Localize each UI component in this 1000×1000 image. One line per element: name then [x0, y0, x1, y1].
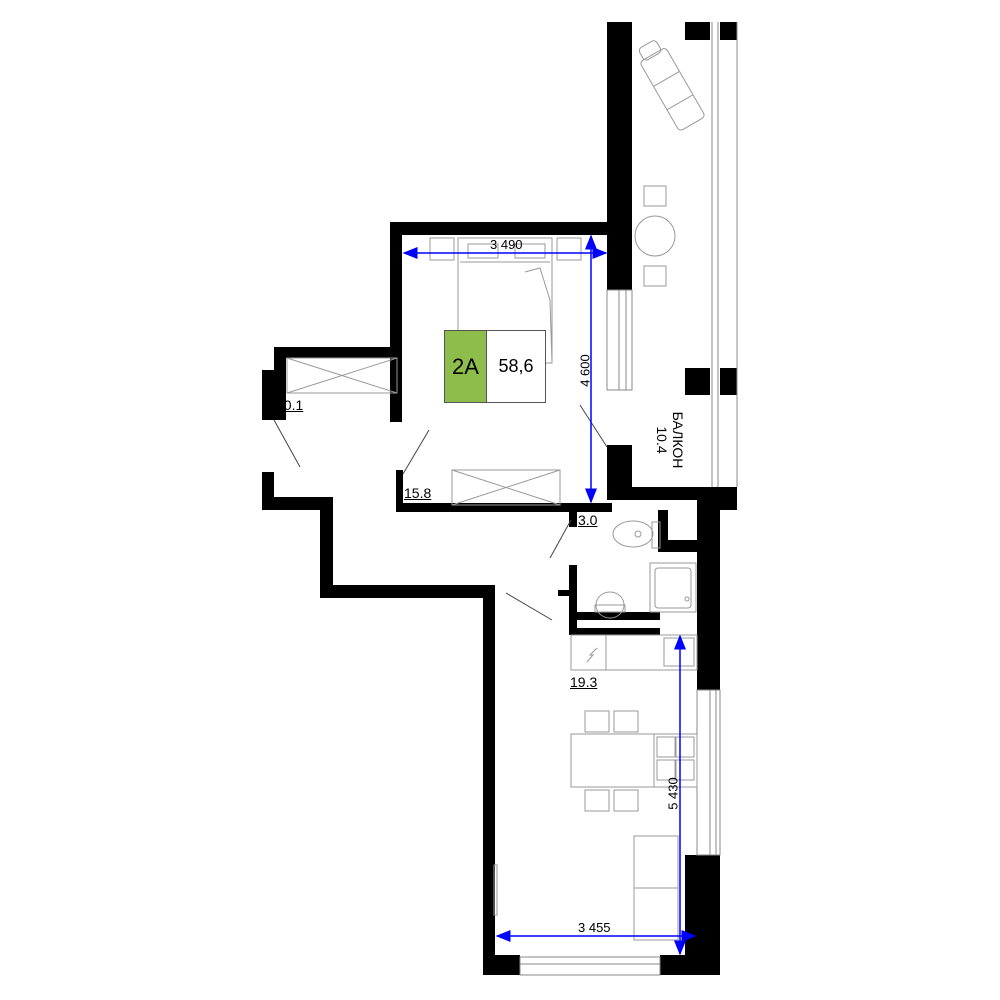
apartment-code: 2A: [445, 331, 487, 402]
dim-living-width: 3 455: [578, 920, 611, 935]
room-area-bedroom: 15.8: [404, 485, 432, 501]
walls: [262, 22, 737, 975]
apartment-badge: 2A 58,6: [444, 330, 546, 403]
room-area-hall: 10.1: [276, 397, 304, 413]
doors: [273, 404, 608, 621]
windows: [519, 22, 738, 976]
room-area-bathroom: 3.0: [578, 512, 598, 528]
room-area-kitchen-living: 19.3: [570, 674, 598, 690]
dim-bedroom-length: 4 600: [577, 354, 593, 387]
dim-living-length: 5 430: [665, 777, 681, 810]
apartment-total-area: 58,6: [498, 356, 534, 376]
dim-bedroom-width: 3 490: [490, 237, 523, 252]
balcony-label: БАЛКОН 10.4: [654, 400, 686, 480]
dimension-lines: [402, 234, 697, 956]
balcony-area: 10.4: [654, 426, 670, 454]
balcony-name: БАЛКОН: [670, 411, 686, 469]
